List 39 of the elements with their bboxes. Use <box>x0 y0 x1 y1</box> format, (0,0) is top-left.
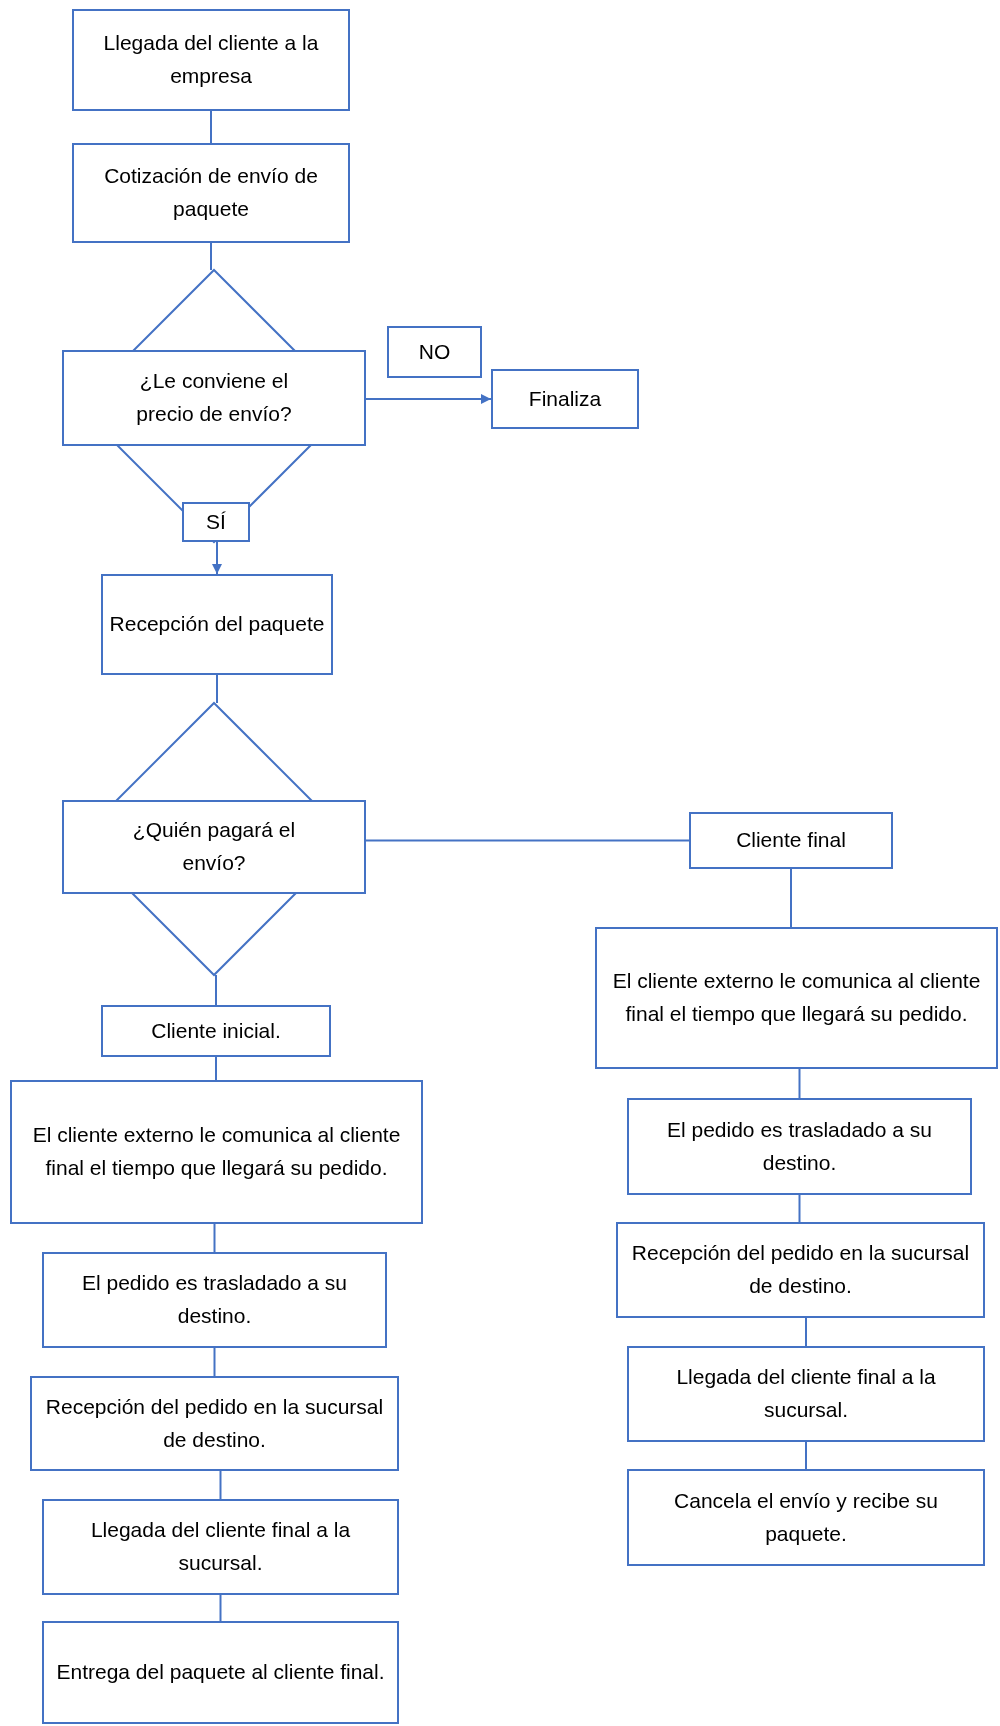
edge-label: NO <box>387 326 482 378</box>
process-box: Llegada del cliente final a la sucursal. <box>627 1346 985 1442</box>
process-box: Recepción del pedido en la sucursal de destino. <box>30 1376 399 1471</box>
connector-line <box>215 974 217 1006</box>
process-box: Entrega del paquete al cliente final. <box>42 1621 399 1724</box>
question-label: ¿Le conviene el precio de envío? <box>62 350 366 446</box>
connector-line <box>210 110 212 144</box>
connector-line <box>365 839 690 842</box>
connector-line <box>805 1317 807 1347</box>
connector-line <box>215 1056 217 1081</box>
connector-line <box>213 1347 216 1377</box>
process-box: El cliente externo le comunica al cliente final el tiempo que llegará su pedido. <box>595 927 998 1069</box>
process-box: Cotización de envío de paquete <box>72 143 350 243</box>
edge-label: SÍ <box>182 502 250 542</box>
process-box: Llegada del cliente final a la sucursal. <box>42 1499 399 1595</box>
process-box: Llegada del cliente a la empresa <box>72 9 350 111</box>
decision-diamond <box>62 703 366 975</box>
process-box: El pedido es trasladado a su destino. <box>627 1098 972 1195</box>
arrow <box>365 394 492 404</box>
process-box: Cancela el envío y recibe su paquete. <box>627 1469 985 1566</box>
process-box: Cliente inicial. <box>101 1005 331 1057</box>
connector-line <box>805 1441 807 1470</box>
process-box: El cliente externo le comunica al cliente final el tiempo que llegará su pedido. <box>10 1080 423 1224</box>
process-box: Recepción del pedido en la sucursal de destino. <box>616 1222 985 1318</box>
process-box: Cliente final <box>689 812 893 869</box>
process-box: Recepción del paquete <box>101 574 333 675</box>
process-box: El pedido es trasladado a su destino. <box>42 1252 387 1348</box>
connector-line <box>798 1194 801 1223</box>
connector-line <box>213 1223 216 1253</box>
question-label: ¿Quién pagará el envío? <box>62 800 366 894</box>
arrow <box>212 541 222 575</box>
process-box: Finaliza <box>491 369 639 429</box>
connector-line <box>790 868 792 928</box>
connector-line <box>219 1470 222 1500</box>
connector-line <box>798 1068 801 1099</box>
connector-line <box>219 1594 222 1622</box>
decision-diamond <box>62 270 366 542</box>
connector-line <box>210 242 212 271</box>
connector-line <box>216 674 218 704</box>
